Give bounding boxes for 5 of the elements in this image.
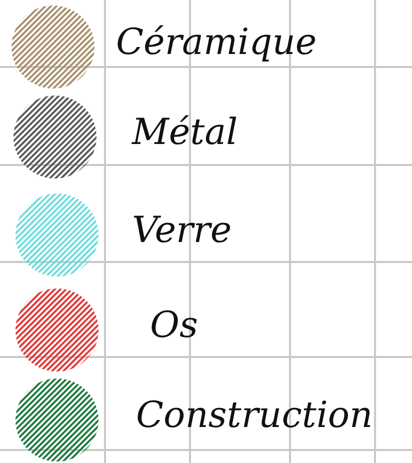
- legend-label: Os: [150, 308, 198, 344]
- legend-label: Métal: [132, 115, 238, 151]
- legend-label: Céramique: [116, 25, 317, 61]
- legend-label: Verre: [132, 213, 232, 249]
- legend-label: Construction: [136, 398, 373, 434]
